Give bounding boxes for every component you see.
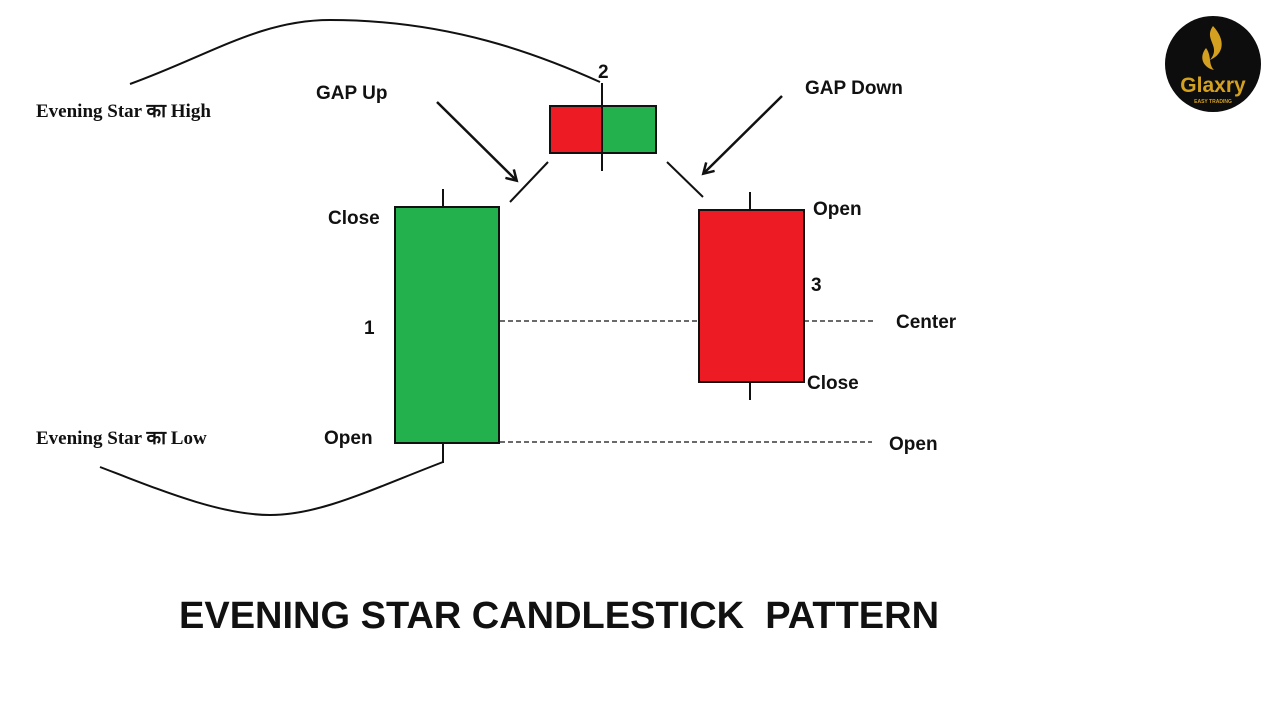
logo-tagline: EASY TRADING — [1194, 99, 1232, 105]
third-candle-open-label: Open — [813, 199, 862, 220]
gap-down-connector — [666, 161, 704, 198]
first-candle-close-label: Close — [328, 208, 380, 229]
flame-icon — [1202, 26, 1222, 70]
brand-logo: Glaxry EASY TRADING — [1165, 16, 1261, 112]
star-candle-green-half — [602, 106, 656, 153]
low-brace-curve — [99, 461, 444, 517]
first-candle — [394, 189, 500, 463]
third-candle — [698, 192, 805, 400]
star-candle — [549, 83, 657, 171]
star-candle-number: 2 — [598, 62, 609, 83]
evening-star-low-label: Evening Star का Low — [36, 428, 207, 449]
center-label: Center — [896, 312, 957, 333]
logo-name: Glaxry — [1180, 74, 1246, 97]
evening-star-high-label: Evening Star का High — [36, 101, 211, 122]
logo-badge — [1165, 16, 1261, 112]
open-level-label: Open — [889, 434, 938, 455]
third-candle-close-label: Close — [807, 373, 859, 394]
gap-up-connector — [509, 161, 549, 203]
gap-down-arrow — [704, 95, 783, 173]
high-brace-curve — [129, 18, 601, 85]
third-candle-body — [698, 209, 805, 383]
gap-up-arrow — [436, 101, 516, 180]
first-candle-open-label: Open — [324, 428, 373, 449]
third-candle-number: 3 — [811, 275, 822, 296]
gap-down-label: GAP Down — [805, 78, 903, 99]
first-candle-number: 1 — [364, 318, 375, 339]
star-candle-red-half — [550, 106, 602, 153]
page-title: EVENING STAR CANDLESTICK PATTERN — [179, 595, 939, 637]
gap-up-label: GAP Up — [316, 83, 387, 104]
first-candle-body — [394, 206, 500, 444]
